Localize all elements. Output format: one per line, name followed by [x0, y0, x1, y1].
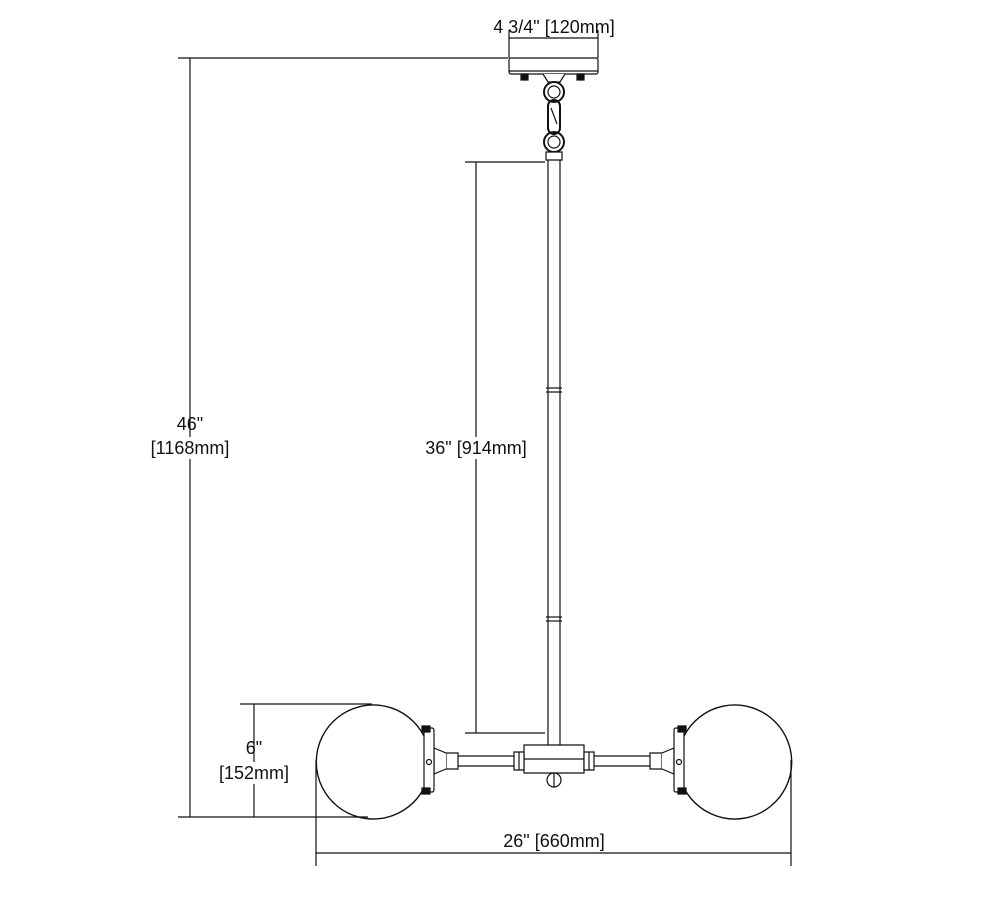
overall-height-imperial-label: 46" [176, 414, 204, 434]
right-arm [594, 726, 686, 794]
canopy [509, 58, 598, 82]
overall-width-dimension [316, 760, 791, 866]
rod-length-label: 36" [914mm] [414, 437, 538, 459]
left-globe [316, 705, 424, 819]
chain [544, 82, 564, 152]
canopy-width-dimension [509, 30, 598, 58]
left-arm [422, 726, 514, 794]
right-globe [684, 705, 792, 819]
globe-height-imperial-label: 6" [245, 738, 263, 758]
rod [546, 152, 562, 745]
globe-height-dimension [240, 704, 372, 817]
overall-height-metric-label: [1168mm] [134, 437, 246, 459]
globe-height-metric-label: [152mm] [206, 762, 302, 784]
center-body [514, 745, 594, 787]
canopy-width-label: 4 3/4" [120mm] [493, 17, 615, 37]
overall-width-label: 26" [660mm] [503, 831, 605, 851]
